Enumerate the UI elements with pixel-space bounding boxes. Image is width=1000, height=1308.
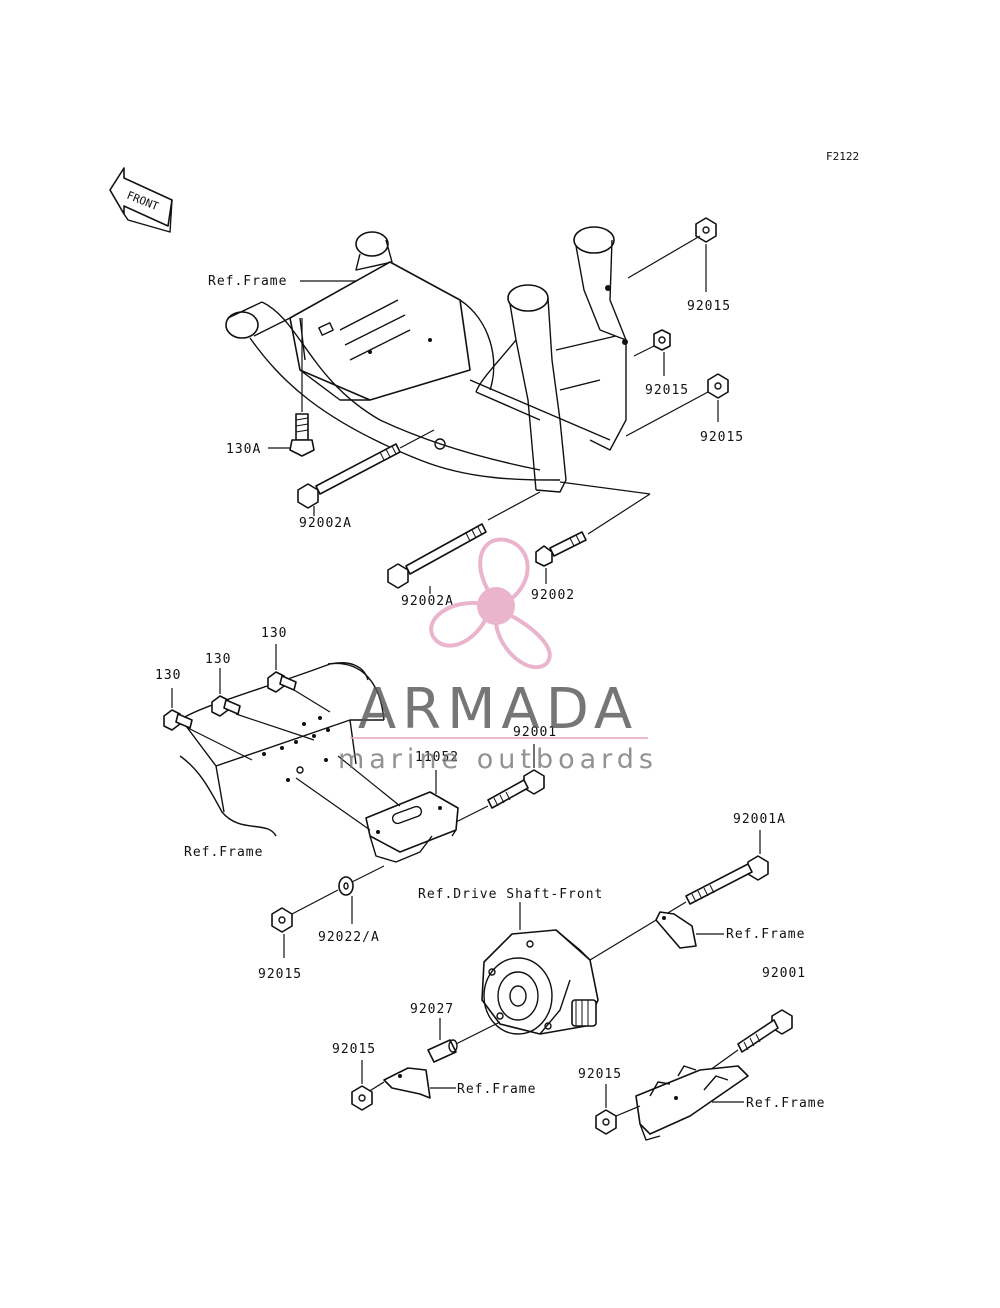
bolt-92002-icon bbox=[535, 531, 587, 567]
frame-bracket-bottom-left bbox=[383, 1067, 431, 1099]
label-92015-c: 92015 bbox=[700, 430, 744, 445]
nut-icon bbox=[695, 217, 717, 243]
frame-tab-right bbox=[655, 911, 697, 949]
cross-member-frame bbox=[179, 662, 385, 837]
watermark-tagline: marine outboards bbox=[338, 744, 658, 775]
label-ref-frame-right: Ref.Frame bbox=[726, 927, 805, 942]
nut-icon bbox=[595, 1109, 617, 1135]
bolt-130-mid-icon bbox=[211, 695, 241, 717]
bolt-92002a-lower-icon bbox=[387, 523, 487, 589]
figure-code: F2122 bbox=[826, 150, 859, 163]
bolt-130a-icon bbox=[289, 413, 315, 457]
watermark: ARMADA marine outboards bbox=[338, 677, 658, 775]
label-130-left: 130 bbox=[155, 668, 181, 683]
label-92015-e: 92015 bbox=[332, 1042, 376, 1057]
watermark-logo-icon bbox=[429, 537, 552, 670]
frame-bracket-bottom-right bbox=[635, 1065, 749, 1141]
collar-92027-icon bbox=[427, 1039, 458, 1063]
label-130-mid: 130 bbox=[205, 652, 231, 667]
label-92027: 92027 bbox=[410, 1002, 454, 1017]
label-92001-upper: 92001 bbox=[513, 725, 557, 740]
bolt-130-right-icon bbox=[267, 671, 297, 693]
label-ref-frame-mid: Ref.Frame bbox=[184, 845, 263, 860]
front-arrow-icon: FRONT bbox=[109, 167, 173, 233]
nut-icon bbox=[653, 329, 671, 351]
label-92002a-upper: 92002A bbox=[299, 516, 352, 531]
nut-icon bbox=[351, 1085, 373, 1111]
bolt-130-left-icon bbox=[163, 709, 193, 731]
washer-92022a-icon bbox=[338, 876, 354, 896]
label-92002a-lower: 92002A bbox=[401, 594, 454, 609]
nut-icon bbox=[271, 907, 293, 933]
label-92022a: 92022/A bbox=[318, 930, 380, 945]
bolt-92002a-upper-icon bbox=[297, 443, 401, 509]
label-92001-lower: 92001 bbox=[762, 966, 806, 981]
watermark-brand: ARMADA bbox=[358, 677, 638, 742]
label-92001a: 92001A bbox=[733, 812, 786, 827]
label-11052: 11052 bbox=[415, 750, 459, 765]
frame-assembly-top bbox=[225, 226, 628, 493]
bolt-92001a-icon bbox=[685, 855, 769, 905]
label-92015-f: 92015 bbox=[578, 1067, 622, 1082]
gear-case bbox=[481, 929, 599, 1035]
label-ref-drive-shaft: Ref.Drive Shaft-Front bbox=[418, 887, 603, 902]
label-92015-b: 92015 bbox=[645, 383, 689, 398]
label-92002: 92002 bbox=[531, 588, 575, 603]
bolt-92001-upper-icon bbox=[487, 769, 545, 809]
bolt-92001-lower-icon bbox=[737, 1009, 793, 1053]
label-ref-frame-bottom: Ref.Frame bbox=[746, 1096, 825, 1111]
label-130-right: 130 bbox=[261, 626, 287, 641]
mount-bracket-11052 bbox=[365, 791, 459, 863]
label-130a: 130A bbox=[226, 442, 261, 457]
label-92015-d: 92015 bbox=[258, 967, 302, 982]
nut-icon bbox=[707, 373, 729, 399]
label-ref-frame-bracket: Ref.Frame bbox=[457, 1082, 536, 1097]
label-ref-frame-top: Ref.Frame bbox=[208, 274, 287, 289]
label-92015-a: 92015 bbox=[687, 299, 731, 314]
